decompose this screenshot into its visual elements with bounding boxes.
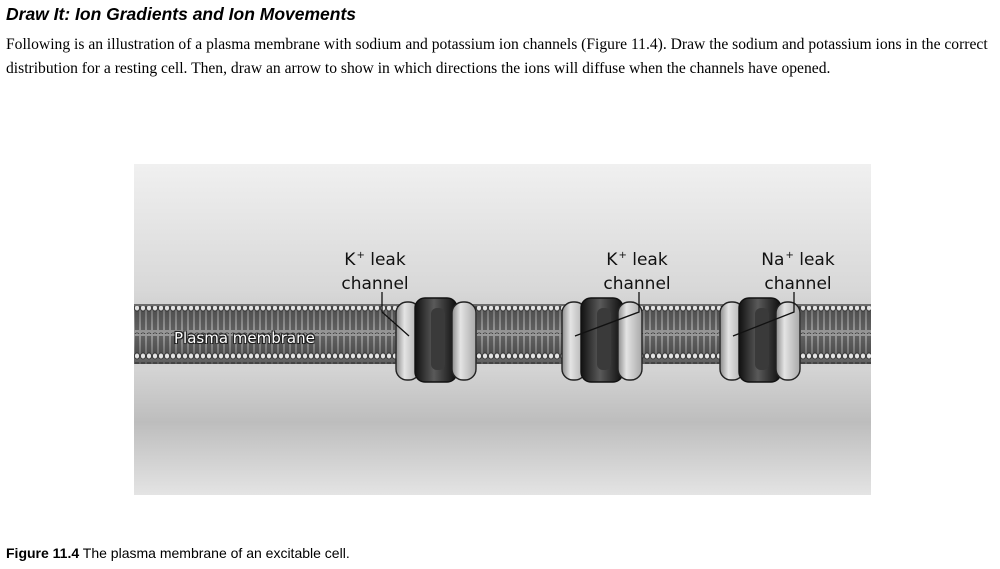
caption-number: Figure 11.4 — [6, 545, 80, 561]
plasma-membrane-label: Plasma membrane — [174, 329, 315, 347]
channel-label-k-leak-1: K+ leak channel — [341, 250, 409, 294]
channels-layer — [381, 292, 801, 383]
k-leak-channel-2 — [561, 292, 643, 383]
heading: Draw It: Ion Gradients and Ion Movements — [6, 4, 357, 24]
channel-label-na-leak: Na+ leak channel — [761, 250, 835, 294]
membrane-figure: Plasma membrane K+ leak channel K+ leak … — [134, 164, 871, 495]
na-leak-channel — [719, 292, 801, 383]
membrane-illustration — [134, 164, 871, 495]
channel-label-k-leak-2: K+ leak channel — [603, 250, 671, 294]
instructions: Following is an illustration of a plasma… — [6, 36, 988, 77]
figure-caption: Figure 11.4 The plasma membrane of an ex… — [6, 545, 350, 561]
k-leak-channel-1 — [381, 292, 477, 383]
caption-text: The plasma membrane of an excitable cell… — [79, 545, 350, 561]
